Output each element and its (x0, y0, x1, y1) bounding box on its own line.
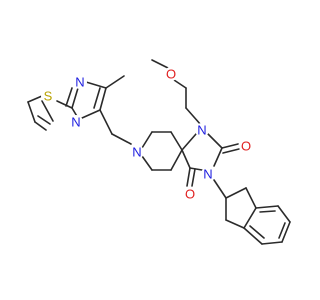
atom-label-o-ether: O (166, 67, 176, 82)
atom-label-n-imidazole-a: N (75, 75, 84, 90)
bond-ind-5 (243, 207, 257, 229)
bond-ind-8 (281, 221, 291, 243)
bond-c4-o-double (191, 168, 196, 187)
atom-label-o-carbonyl-2: O (241, 139, 251, 154)
bond-ind-7 (277, 205, 291, 223)
bond-ch2-o (173, 79, 187, 89)
atom-label-n-piperidine: N (132, 145, 141, 160)
bond-thiazole-c3 (27, 101, 36, 123)
nitrogen-atom-imidazole-b: N (69, 115, 83, 130)
bond-s-c2b (56, 100, 73, 109)
bond-ind-4 (225, 219, 245, 229)
bond-ind-10 (243, 227, 263, 245)
molecule-structure: S N N N N N O O (27, 59, 291, 245)
nitrogen-atom-piperidine: N (130, 145, 144, 160)
nitrogen-atom-imidazole-a: N (73, 75, 87, 90)
bond-n1-c2 (207, 133, 223, 149)
bond-imid-c-n (81, 109, 101, 119)
bond-c4-o (186, 167, 191, 187)
atom-labels: S N N N N N O O (41, 67, 253, 202)
bond-ind-double-a (259, 210, 276, 213)
bond-pip-3 (170, 131, 183, 151)
bond-spiro-n1 (181, 133, 197, 151)
atom-label-n-hydantoin-1: N (197, 123, 206, 138)
bond-imid-c-c-double (93, 87, 101, 109)
bond-pip-4 (170, 149, 183, 171)
bond-ind-6 (255, 205, 279, 209)
bond-thiazole-c2-double (37, 115, 51, 125)
atom-label-n-hydantoin-3: N (203, 167, 212, 182)
nitrogen-atom-hydantoin-1: N (195, 123, 209, 138)
bond-thiazole-c2 (34, 121, 47, 131)
atom-label-n-imidazole-b: N (71, 115, 80, 130)
bond-thiazole-c4 (27, 95, 43, 103)
bond-imid-n-c (85, 81, 107, 89)
bond-ind-double-c (249, 225, 265, 239)
bonds (27, 59, 291, 245)
bond-ind-1 (225, 187, 247, 199)
bond-n1-ch2 (185, 107, 202, 126)
oxygen-atom-ether: O (164, 67, 178, 82)
bond-methyl (105, 75, 125, 89)
bond-c4-spiro (181, 149, 191, 169)
atom-label-s1: S (44, 89, 53, 104)
bond-ch2-b (111, 133, 132, 145)
bond-s-c2a (41, 100, 54, 122)
bond-n3-c4 (189, 167, 203, 171)
bond-ch2-a (99, 109, 113, 135)
bond-pip-6 (141, 155, 153, 171)
bond-c2-n3 (213, 147, 223, 167)
bond-o-ch3 (151, 59, 169, 69)
bond-ind-double-b (278, 222, 286, 239)
oxygen-atom-carbonyl-4: O (183, 187, 197, 202)
bond-bridge-double (65, 87, 73, 107)
bond-pip-1 (141, 131, 153, 149)
sulfur-atom: S (41, 89, 55, 104)
oxygen-atom-carbonyl-2: O (239, 139, 253, 154)
atom-label-o-carbonyl-4: O (185, 187, 195, 202)
bond-bridge-a (71, 87, 79, 109)
bond-ind-9 (261, 241, 283, 245)
bond-n3-ch (213, 179, 227, 199)
bond-ind-2 (245, 187, 257, 209)
bond-imid-c-c (99, 87, 107, 111)
nitrogen-atom-hydantoin-3: N (201, 167, 215, 182)
bond-c2-o (221, 143, 239, 149)
bond-c2-o-double (222, 148, 240, 154)
